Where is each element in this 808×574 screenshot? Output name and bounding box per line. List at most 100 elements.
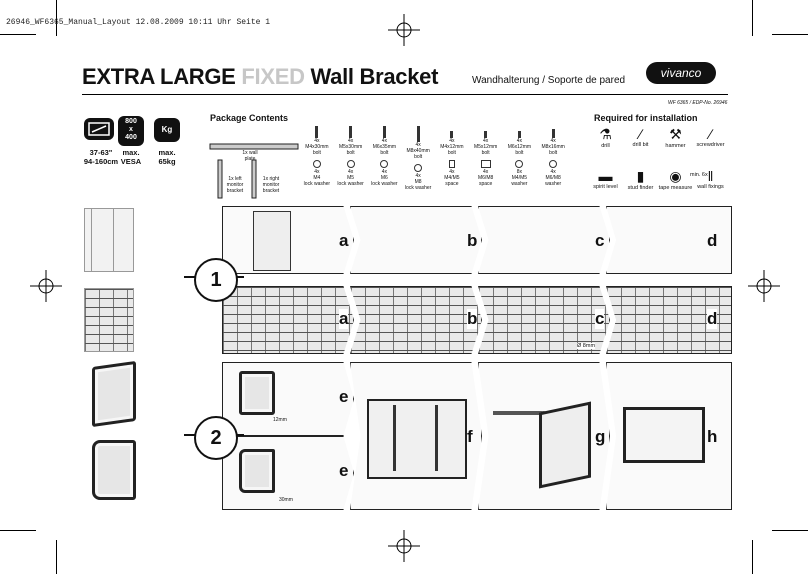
spec-weight: max. 65kg — [158, 148, 176, 166]
bolt-icon — [416, 126, 420, 142]
washer-label: 4x M5 lock washer — [337, 169, 364, 187]
title-part-extra-large: EXTRA LARGE — [82, 64, 236, 89]
vesa-icon: 800 x 400 — [118, 116, 144, 146]
drill-bit-icon: ∕ — [639, 126, 642, 142]
bracket-parts-illustration — [209, 143, 299, 199]
step-letter: e — [339, 387, 349, 406]
step-2g: g — [478, 362, 610, 510]
step-letter: g — [595, 427, 606, 446]
washer-label: 4x M6 lock washer — [371, 169, 398, 187]
step-letter: d — [707, 309, 718, 329]
tv-mounted — [623, 407, 705, 463]
brick-wall-thumbnail — [84, 288, 134, 352]
tool-item: ⚗drill — [588, 126, 623, 160]
page-subtitle: Wandhalterung / Soporte de pared — [472, 75, 626, 86]
crop-mark — [752, 540, 753, 574]
bolt-label: 4x M5x30mm bolt — [338, 138, 363, 156]
brand-logo: vivanco — [646, 62, 716, 84]
step-number-2: 2 — [194, 416, 238, 460]
bolt-icon — [382, 126, 386, 138]
length-30mm: 30mm — [279, 497, 293, 503]
bolt-label: 4x M4x12mm bolt — [440, 138, 464, 156]
spacer-icon — [480, 160, 491, 168]
title-part-fixed: FIXED — [241, 64, 305, 89]
tv-back-panel — [239, 449, 275, 493]
bolt-label: 4x M6x35mm bolt — [372, 138, 397, 156]
crop-mark — [772, 530, 808, 531]
step-letter: h — [707, 427, 718, 446]
step-1b-brick: b — [350, 286, 482, 354]
bolt-list: 4x M4x30mm bolt 4x M4 lock washer 4x M5x… — [300, 126, 570, 206]
step-1d-brick: d — [606, 286, 732, 354]
step-1a-drywall: a — [222, 206, 354, 274]
part-wall-plate: 1x wall plate — [242, 150, 258, 162]
spirit-level-icon: ▬ — [598, 168, 613, 184]
washer-icon — [312, 160, 321, 168]
tool-label: stud finder — [627, 185, 654, 191]
tool-list-row-1: ⚗drill ∕drill bit ⚒hammer ∕screwdriver — [588, 126, 728, 160]
bolt-label: 4x M4x30mm bolt — [305, 138, 329, 156]
step-letter: f — [467, 427, 473, 446]
bolt-label: 4x M8x16mm bolt — [541, 138, 565, 156]
crop-mark — [772, 34, 808, 35]
screen-size-icon — [84, 118, 114, 140]
right-bracket — [435, 405, 438, 471]
title-part-wall-bracket: Wall Bracket — [310, 64, 439, 89]
drywall-thumbnail — [84, 208, 134, 272]
bolt-icon — [349, 126, 353, 138]
wall-fixings-icon: ‖ — [707, 168, 714, 184]
step-1d-drywall: d — [606, 206, 732, 274]
wall-panel — [253, 211, 291, 271]
bolt-icon — [517, 131, 521, 138]
tool-label: wall fixings — [697, 184, 724, 190]
weight-icon-label: Kg — [161, 125, 173, 134]
tool-label: tape measure — [658, 185, 693, 191]
tv-hanging — [539, 401, 591, 489]
bolt-item: 4x M4x12mm bolt 4x M4/M5 space — [435, 126, 469, 206]
washer-icon — [515, 160, 524, 168]
tool-item: ∕drill bit — [623, 126, 658, 160]
page-title: EXTRA LARGE FIXED Wall Bracket — [82, 64, 438, 90]
bolt-item: 4x M6x12mm bolt 8x M4/M5 washer — [503, 126, 537, 206]
wall-plate — [493, 411, 573, 415]
washer-icon — [346, 160, 355, 168]
tv-with-brackets — [367, 399, 467, 479]
tool-label: screwdriver — [696, 142, 725, 148]
step-letter: a — [339, 231, 349, 250]
fixings-note: min. 6x — [690, 172, 708, 178]
crop-mark — [56, 0, 57, 36]
step-letter: b — [467, 309, 478, 329]
tool-label: drill bit — [632, 142, 649, 148]
bolt-label: 4x M5x12mm bolt — [473, 138, 498, 156]
washer-label: 4x M8 lock washer — [404, 173, 432, 191]
bolt-icon — [315, 126, 319, 138]
washer-label: 4x M4/M5 space — [444, 169, 460, 187]
tool-label: drill — [601, 143, 610, 149]
washer-icon — [380, 160, 389, 168]
washer-label: 4x M6/M8 space — [477, 169, 494, 187]
tool-item: ‖wall fixings — [693, 168, 728, 202]
tape-measure-icon: ◉ — [669, 168, 682, 184]
spec-screen-size: 37-63" 94-160cm — [83, 148, 119, 166]
bolt-item: 4x M4x30mm bolt 4x M4 lock washer — [300, 126, 334, 206]
tv-curved-thumbnail — [92, 440, 136, 500]
crop-mark — [0, 530, 36, 531]
spacer-icon — [448, 160, 455, 168]
bolt-icon — [450, 131, 454, 138]
step-letter: c — [595, 309, 605, 329]
registration-mark — [748, 270, 780, 302]
stud-finder-icon: ▮ — [636, 168, 645, 184]
tv-rear-thumbnail — [92, 360, 136, 428]
part-right-bracket: 1x right monitor bracket — [262, 176, 280, 194]
crop-mark — [752, 0, 753, 36]
bolt-label: 4x M8x40mm bolt — [406, 142, 430, 160]
tool-label: hammer — [665, 143, 686, 149]
step-letter: b — [467, 231, 478, 250]
tool-label: spirit level — [593, 184, 618, 190]
bolt-item: 4x M5x30mm bolt 4x M5 lock washer — [334, 126, 368, 206]
part-left-bracket: 1x left monitor bracket — [226, 176, 244, 194]
print-slug: 26946_WF6365_Manual_Layout 12.08.2009 10… — [6, 18, 271, 27]
tool-list-row-2: ▬spirit level ▮stud finder ◉tape measure… — [588, 168, 728, 202]
weight-icon: Kg — [154, 118, 180, 142]
model-number: WF 6365 / EDP-No. 26946 — [668, 100, 728, 106]
